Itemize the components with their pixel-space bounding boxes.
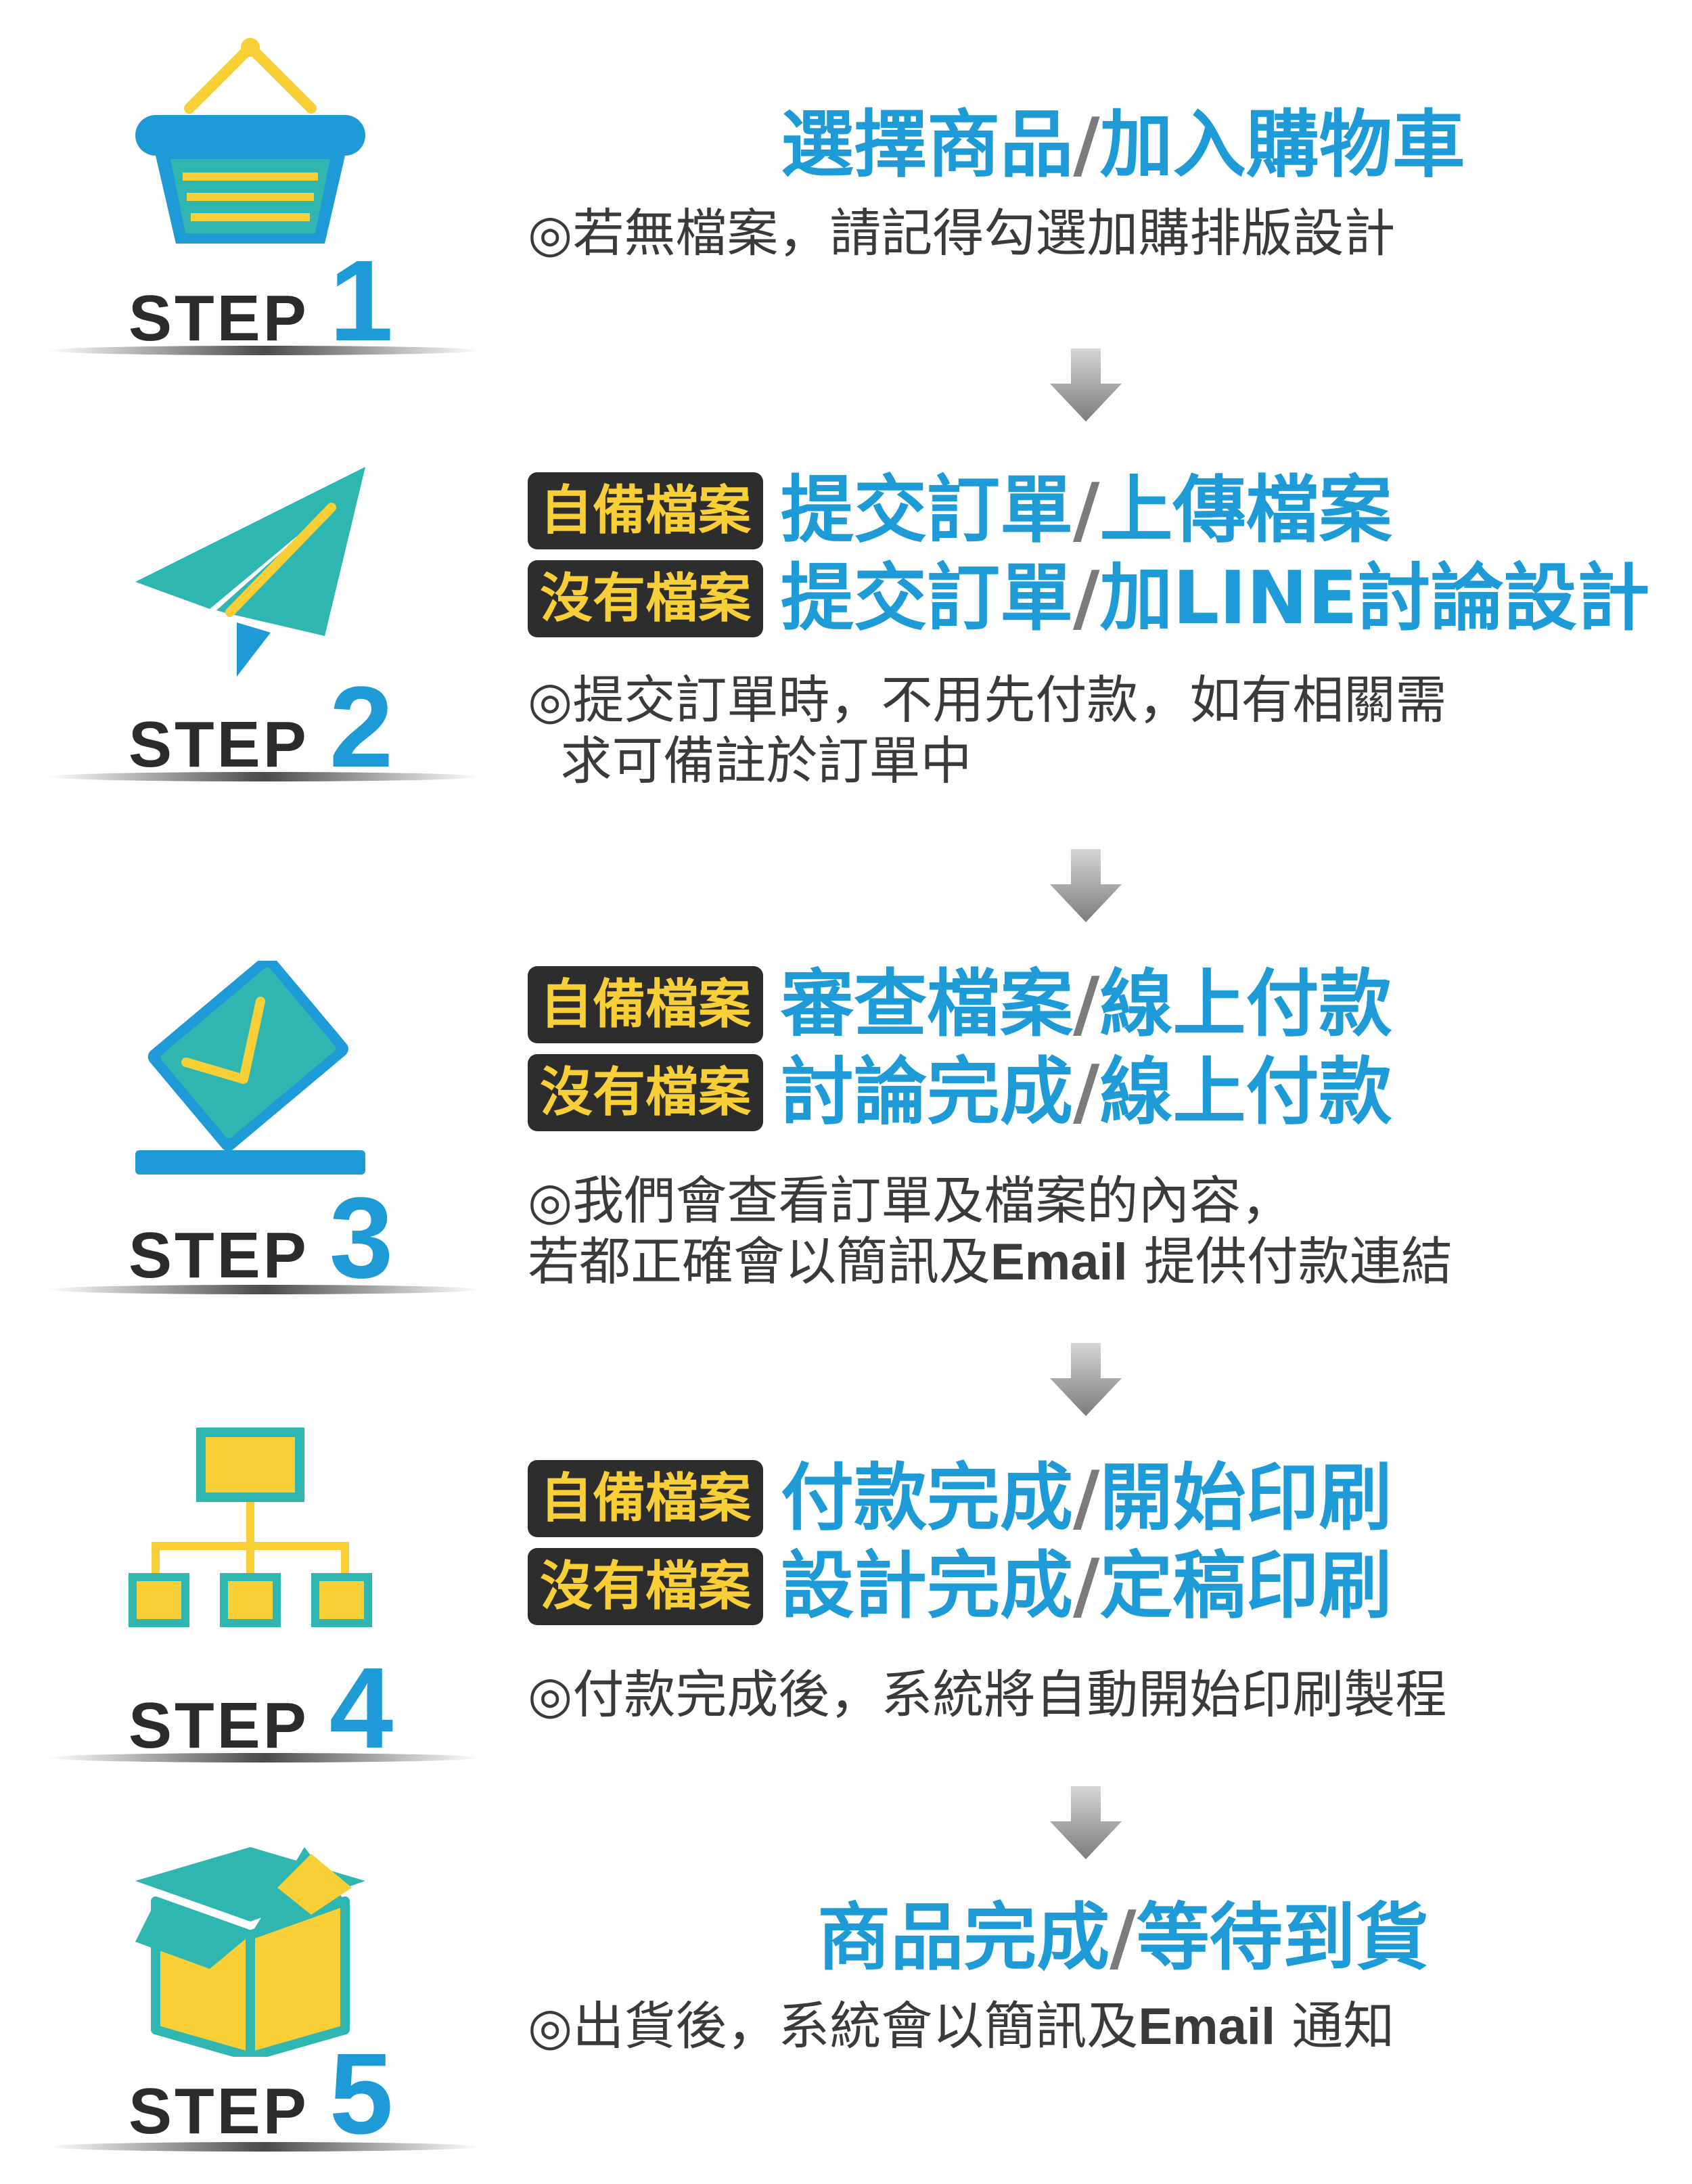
- title-part-a: 審查檔案: [781, 962, 1074, 1047]
- step-title: 選擇商品/加入購物車: [528, 101, 1664, 189]
- step-note: ◎付款完成後，系統將自動開始印刷製程: [528, 1664, 1447, 1725]
- note-email: Email: [1138, 1998, 1276, 2055]
- step-underline: [47, 1285, 480, 1294]
- step-label: STEP 2: [129, 670, 413, 785]
- title-separator: /: [1073, 962, 1100, 1047]
- title-part-a: 提交訂單: [781, 468, 1074, 553]
- title-part-b: 上傳檔案: [1099, 468, 1392, 553]
- step-content: 自備檔案 提交訂單/上傳檔案 沒有檔案 提交訂單/加LINE討論設計 ◎提交訂單…: [528, 467, 1664, 792]
- step-underline: [47, 1753, 480, 1762]
- arrow-down-icon: [1050, 1786, 1122, 1859]
- note-text: 提供付款連結: [1127, 1231, 1453, 1292]
- title-part-b: 線上付款: [1099, 962, 1392, 1047]
- tag-own-file: 自備檔案: [528, 966, 764, 1043]
- note-text: 通知: [1275, 1996, 1395, 2056]
- tag-no-file: 沒有檔案: [528, 1548, 764, 1625]
- step-underline: [47, 346, 480, 355]
- step-word: STEP: [129, 2075, 309, 2147]
- title-separator: /: [1073, 556, 1100, 641]
- step-note: ◎提交訂單時，不用先付款，如有相關需 求可備註於訂單中: [528, 670, 1664, 792]
- title-separator: /: [1073, 1050, 1100, 1135]
- step-label: STEP 1: [129, 244, 413, 359]
- title-separator: /: [1073, 1544, 1100, 1629]
- step-number: 3: [329, 1174, 394, 1302]
- title-part-a: 討論完成: [781, 1050, 1074, 1135]
- step-note: ◎若無檔案，請記得勾選加購排版設計: [528, 203, 1396, 263]
- step-underline: [47, 772, 480, 781]
- step-content: 選擇商品/加入購物車 ◎若無檔案，請記得勾選加購排版設計: [528, 101, 1664, 264]
- note-line-2: 求可備註於訂單中: [528, 731, 972, 791]
- step-number: 1: [329, 237, 394, 365]
- open-box-icon: [135, 1847, 365, 2057]
- step-label: STEP 5: [129, 2037, 413, 2152]
- note-text: 若都正確會以簡訊及: [528, 1231, 990, 1292]
- step-number: 4: [329, 1644, 394, 1773]
- step-number: 5: [329, 2030, 394, 2158]
- note-line-1: ◎提交訂單時，不用先付款，如有相關需: [528, 670, 1447, 730]
- title-part-a: 商品完成: [817, 1896, 1110, 1980]
- title-part-a: 設計完成: [781, 1544, 1074, 1629]
- step-word: STEP: [129, 1689, 309, 1762]
- title-separator: /: [1110, 1896, 1137, 1980]
- step-note: ◎我們會查看訂單及檔案的內容，若都正確會以簡訊及Email 提供付款連結: [528, 1170, 1664, 1293]
- title-part-a: 提交訂單: [781, 556, 1074, 641]
- sitemap-icon: [129, 1428, 372, 1627]
- tag-own-file: 自備檔案: [528, 1460, 764, 1537]
- note-text: ◎出貨後，系統會以簡訊及: [528, 1996, 1139, 2056]
- ballot-check-icon: [135, 961, 365, 1175]
- step-word: STEP: [129, 1219, 309, 1292]
- step-label: STEP 4: [129, 1651, 413, 1766]
- title-part-a: 付款完成: [781, 1456, 1074, 1541]
- tag-no-file: 沒有檔案: [528, 560, 764, 637]
- step-label: STEP 3: [129, 1181, 413, 1296]
- step-note: ◎出貨後，系統會以簡訊及Email 通知: [528, 1996, 1664, 2057]
- title-row-own-file: 自備檔案 付款完成/開始印刷: [528, 1455, 1664, 1543]
- note-email: Email: [990, 1233, 1128, 1291]
- title-row-no-file: 沒有檔案 提交訂單/加LINE討論設計: [528, 555, 1664, 643]
- tag-own-file: 自備檔案: [528, 472, 764, 549]
- title-separator: /: [1073, 468, 1100, 553]
- title-part-b: 開始印刷: [1099, 1456, 1392, 1541]
- step-word: STEP: [129, 708, 309, 781]
- step-title: 商品完成/等待到貨: [528, 1894, 1664, 1982]
- note-line-2: 若都正確會以簡訊及Email 提供付款連結: [528, 1231, 1664, 1293]
- arrow-down-icon: [1050, 348, 1122, 422]
- shopping-basket-icon: [135, 38, 365, 244]
- note-line-1: ◎我們會查看訂單及檔案的內容，: [528, 1170, 1293, 1231]
- step-content: 商品完成/等待到貨 ◎出貨後，系統會以簡訊及Email 通知: [528, 1894, 1664, 2057]
- step-content: 自備檔案 付款完成/開始印刷 沒有檔案 設計完成/定稿印刷 ◎付款完成後，系統將…: [528, 1455, 1664, 1725]
- title-row-no-file: 沒有檔案 討論完成/線上付款: [528, 1049, 1664, 1137]
- title-row-own-file: 自備檔案 提交訂單/上傳檔案: [528, 467, 1664, 555]
- title-row-no-file: 沒有檔案 設計完成/定稿印刷: [528, 1543, 1664, 1631]
- title-part-b: 線上付款: [1099, 1050, 1392, 1135]
- arrow-down-icon: [1050, 1343, 1122, 1416]
- title-part-b: 定稿印刷: [1099, 1544, 1392, 1629]
- paper-plane-icon: [135, 467, 365, 677]
- tag-no-file: 沒有檔案: [528, 1054, 764, 1131]
- title-separator: /: [1073, 1456, 1100, 1541]
- title-separator: /: [1073, 103, 1100, 187]
- title-part-b: 加LINE討論設計: [1099, 556, 1650, 641]
- step-word: STEP: [129, 282, 309, 355]
- title-part-b: 加入購物車: [1099, 103, 1465, 187]
- title-row-own-file: 自備檔案 審查檔案/線上付款: [528, 961, 1664, 1049]
- step-underline: [47, 2142, 480, 2152]
- step-content: 自備檔案 審查檔案/線上付款 沒有檔案 討論完成/線上付款 ◎我們會查看訂單及檔…: [528, 961, 1664, 1293]
- step-number: 2: [329, 663, 394, 792]
- arrow-down-icon: [1050, 849, 1122, 922]
- title-part-a: 選擇商品: [781, 103, 1074, 187]
- title-part-b: 等待到貨: [1136, 1896, 1429, 1980]
